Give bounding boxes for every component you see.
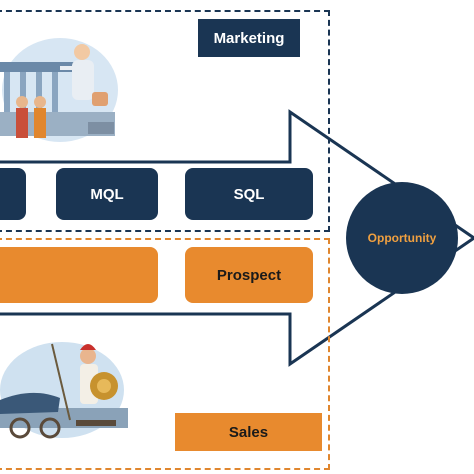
mql-stage: MQL [56, 168, 158, 220]
marketing-section [0, 10, 330, 232]
opportunity-stage: Opportunity [346, 182, 458, 294]
sales-section [0, 238, 330, 470]
sales-label: Sales [175, 413, 322, 451]
warrior-and-chariot-icon [0, 342, 128, 439]
left-orange-stage [0, 247, 158, 303]
sql-stage: SQL [185, 168, 313, 220]
lead-stage [0, 168, 26, 220]
greek-philosophers-icon [0, 38, 118, 142]
prospect-stage: Prospect [185, 247, 313, 303]
marketing-label: Marketing [198, 19, 300, 57]
